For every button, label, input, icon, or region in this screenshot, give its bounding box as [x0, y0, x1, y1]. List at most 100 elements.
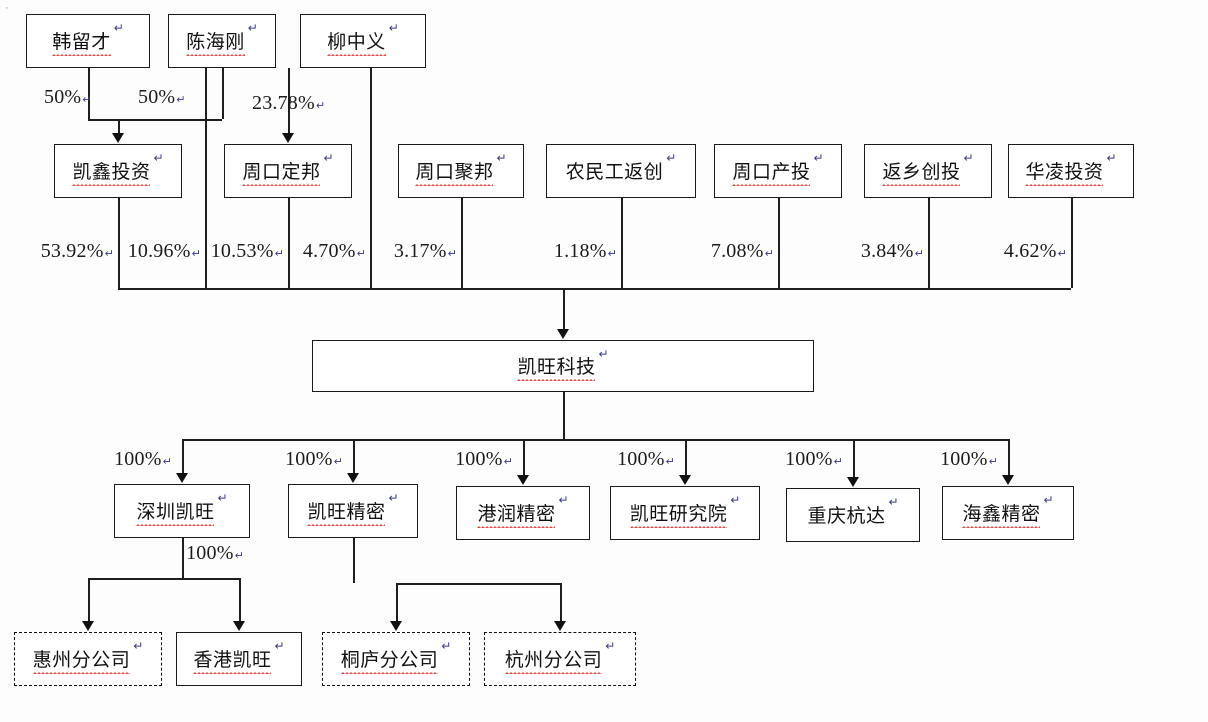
arrowhead-into-kaiwang-jingmi-icon — [346, 473, 359, 483]
edge-fanxiang-chuangtou-to-bus — [928, 198, 930, 288]
paragraph-mark-icon: ↵ — [333, 455, 343, 468]
node-label: 杭州分公司 — [504, 645, 603, 674]
paragraph-mark-icon: ↵ — [813, 151, 824, 165]
node-nongmingong[interactable]: 农民工返创↵ — [546, 144, 696, 198]
arrowhead-into-hongkong-icon — [232, 621, 245, 631]
node-chen-haigang[interactable]: 陈海刚↵ — [168, 14, 276, 68]
node-label: 返乡创投 — [882, 157, 961, 186]
paragraph-mark-icon: ↵ — [153, 151, 164, 165]
pct-nongmingong-to-core: 1.18%↵ — [554, 240, 617, 263]
arrowhead-into-huizhou-icon — [81, 621, 94, 631]
shareholder-bus — [118, 288, 1071, 290]
edge-core-to-haixin-jingmi — [1008, 439, 1010, 476]
pct-shenzhen-to-branches: 100%↵ — [186, 542, 244, 565]
paragraph-mark-icon: ↵ — [963, 151, 974, 165]
node-shenzhen-kaiwang[interactable]: 深圳凯旺↵ — [114, 484, 250, 538]
edge-liu-direct-to-bus — [370, 68, 372, 288]
edge-core-to-shenzhen-kaiwang — [182, 439, 184, 474]
paragraph-mark-icon: ↵ — [1106, 151, 1117, 165]
paragraph-mark-icon: ↵ — [503, 455, 513, 468]
node-zhoukou-jubang[interactable]: 周口聚邦↵ — [398, 144, 524, 198]
paragraph-mark-icon: ↵ — [176, 93, 186, 106]
edge-zhoukou-chantou-to-bus — [778, 198, 780, 288]
node-label: 周口产投 — [732, 157, 811, 186]
node-zhoukou-chantou[interactable]: 周口产投↵ — [714, 144, 842, 198]
node-hongkong-kaiwang[interactable]: 香港凯旺↵ — [176, 632, 302, 686]
paragraph-mark-icon: ↵ — [113, 21, 124, 35]
edge-liu-to-dingbang — [288, 68, 290, 134]
percentage-value: 100% — [617, 448, 665, 470]
paragraph-mark-icon: ↵ — [598, 347, 609, 361]
node-kaixin-touzi[interactable]: 凯鑫投资↵ — [54, 144, 182, 198]
node-hangzhou-branch[interactable]: 杭州分公司↵ — [484, 632, 636, 686]
arrowhead-into-kaiwang-yanjiuyuan-icon — [678, 475, 691, 485]
arrowhead-into-core-icon — [556, 329, 569, 339]
paragraph-mark-icon: ↵ — [496, 151, 507, 165]
node-hualing-touzi[interactable]: 华凌投资↵ — [1008, 144, 1134, 198]
paragraph-mark-icon: ↵ — [274, 247, 284, 260]
paragraph-mark-icon: ↵ — [1043, 493, 1054, 507]
pct-chen-to-kaixin: 50%↵ — [138, 86, 186, 109]
edge-jingmi-to-tonglu — [396, 583, 398, 622]
percentage-value: 4.70% — [302, 240, 356, 262]
paragraph-mark-icon: ↵ — [388, 21, 399, 35]
pct-dingbang-to-core: 10.53%↵ — [211, 240, 284, 263]
paragraph-mark-icon: ↵ — [665, 455, 675, 468]
paragraph-mark-icon: ↵ — [388, 491, 399, 505]
node-label: 凯旺精密 — [307, 497, 386, 526]
node-han-liucai[interactable]: 韩留才↵ — [26, 14, 150, 68]
arrowhead-into-shenzhen-kaiwang-icon — [175, 473, 188, 483]
paragraph-mark-icon: ↵ — [247, 21, 258, 35]
edge-core-to-kaiwang-jingmi — [353, 439, 355, 474]
paragraph-mark-icon: ↵ — [764, 247, 774, 260]
edge-hualing-touzi-to-bus — [1071, 198, 1073, 288]
paragraph-mark-icon: ↵ — [1057, 247, 1067, 260]
edge-dingbang-to-bus — [288, 198, 290, 288]
pct-core-to-ganrun-jingmi: 100%↵ — [455, 448, 513, 471]
node-label: 华凌投资 — [1025, 157, 1104, 186]
edge-jingmi-to-hangzhou — [560, 583, 562, 622]
edge-han-down — [88, 68, 90, 119]
edge-shenzhen-down — [182, 538, 184, 578]
node-fanxiang-chuangtou[interactable]: 返乡创投↵ — [864, 144, 992, 198]
node-kaiwang-jingmi[interactable]: 凯旺精密↵ — [288, 484, 418, 538]
node-label: 韩留才 — [52, 27, 111, 56]
node-zhoukou-dingbang[interactable]: 周口定邦↵ — [224, 144, 352, 198]
arrowhead-into-ganrun-jingmi-icon — [516, 475, 529, 485]
node-haixin-jingmi[interactable]: 海鑫精密↵ — [942, 486, 1074, 540]
node-chongqing-hangda[interactable]: 重庆杭达↵ — [786, 488, 920, 542]
node-kaiwang-keji[interactable]: 凯旺科技↵ — [312, 340, 814, 392]
pct-chen-direct: 10.96%↵ — [128, 240, 201, 263]
pct-hualing-touzi-to-core: 4.62%↵ — [1004, 240, 1067, 263]
node-label: 周口聚邦 — [415, 157, 494, 186]
paragraph-mark-icon: ↵ — [234, 549, 244, 562]
node-huizhou-branch[interactable]: 惠州分公司↵ — [14, 632, 162, 686]
percentage-value: 100% — [940, 448, 988, 470]
node-ganrun-jingmi[interactable]: 港润精密↵ — [456, 486, 590, 540]
node-label: 深圳凯旺 — [136, 497, 215, 526]
node-kaiwang-yanjiuyuan[interactable]: 凯旺研究院↵ — [610, 486, 760, 540]
percentage-value: 3.84% — [860, 240, 914, 262]
pct-core-to-shenzhen-kaiwang: 100%↵ — [114, 448, 172, 471]
percentage-value: 23.78% — [252, 92, 315, 114]
arrowhead-into-kaixin-icon — [111, 133, 124, 143]
paragraph-mark-icon: ↵ — [447, 247, 457, 260]
pct-han-to-kaixin: 50%↵ — [44, 86, 92, 109]
percentage-value: 1.18% — [553, 240, 607, 262]
percentage-value: 100% — [455, 448, 503, 470]
node-liu-zhongyi[interactable]: 柳中义↵ — [300, 14, 426, 68]
node-label: 陈海刚 — [186, 27, 245, 56]
paragraph-mark-icon: ↵ — [104, 247, 114, 260]
edge-chen-to-kaixin-down — [222, 68, 224, 119]
edge-core-to-chongqing-hangda — [853, 439, 855, 478]
edge-zhoukou-jubang-to-bus — [461, 198, 463, 288]
edge-core-down — [563, 392, 565, 439]
percentage-value: 100% — [114, 448, 162, 470]
paragraph-mark-icon: ↵ — [558, 493, 569, 507]
pct-core-to-chongqing-hangda: 100%↵ — [785, 448, 843, 471]
paragraph-mark-icon: ↵ — [988, 455, 998, 468]
shenzhen-branch-bus — [88, 578, 239, 580]
arrowhead-into-dingbang-icon — [281, 133, 294, 143]
node-tonglu-branch[interactable]: 桐庐分公司↵ — [322, 632, 470, 686]
edge-jingmi-down — [353, 538, 355, 583]
